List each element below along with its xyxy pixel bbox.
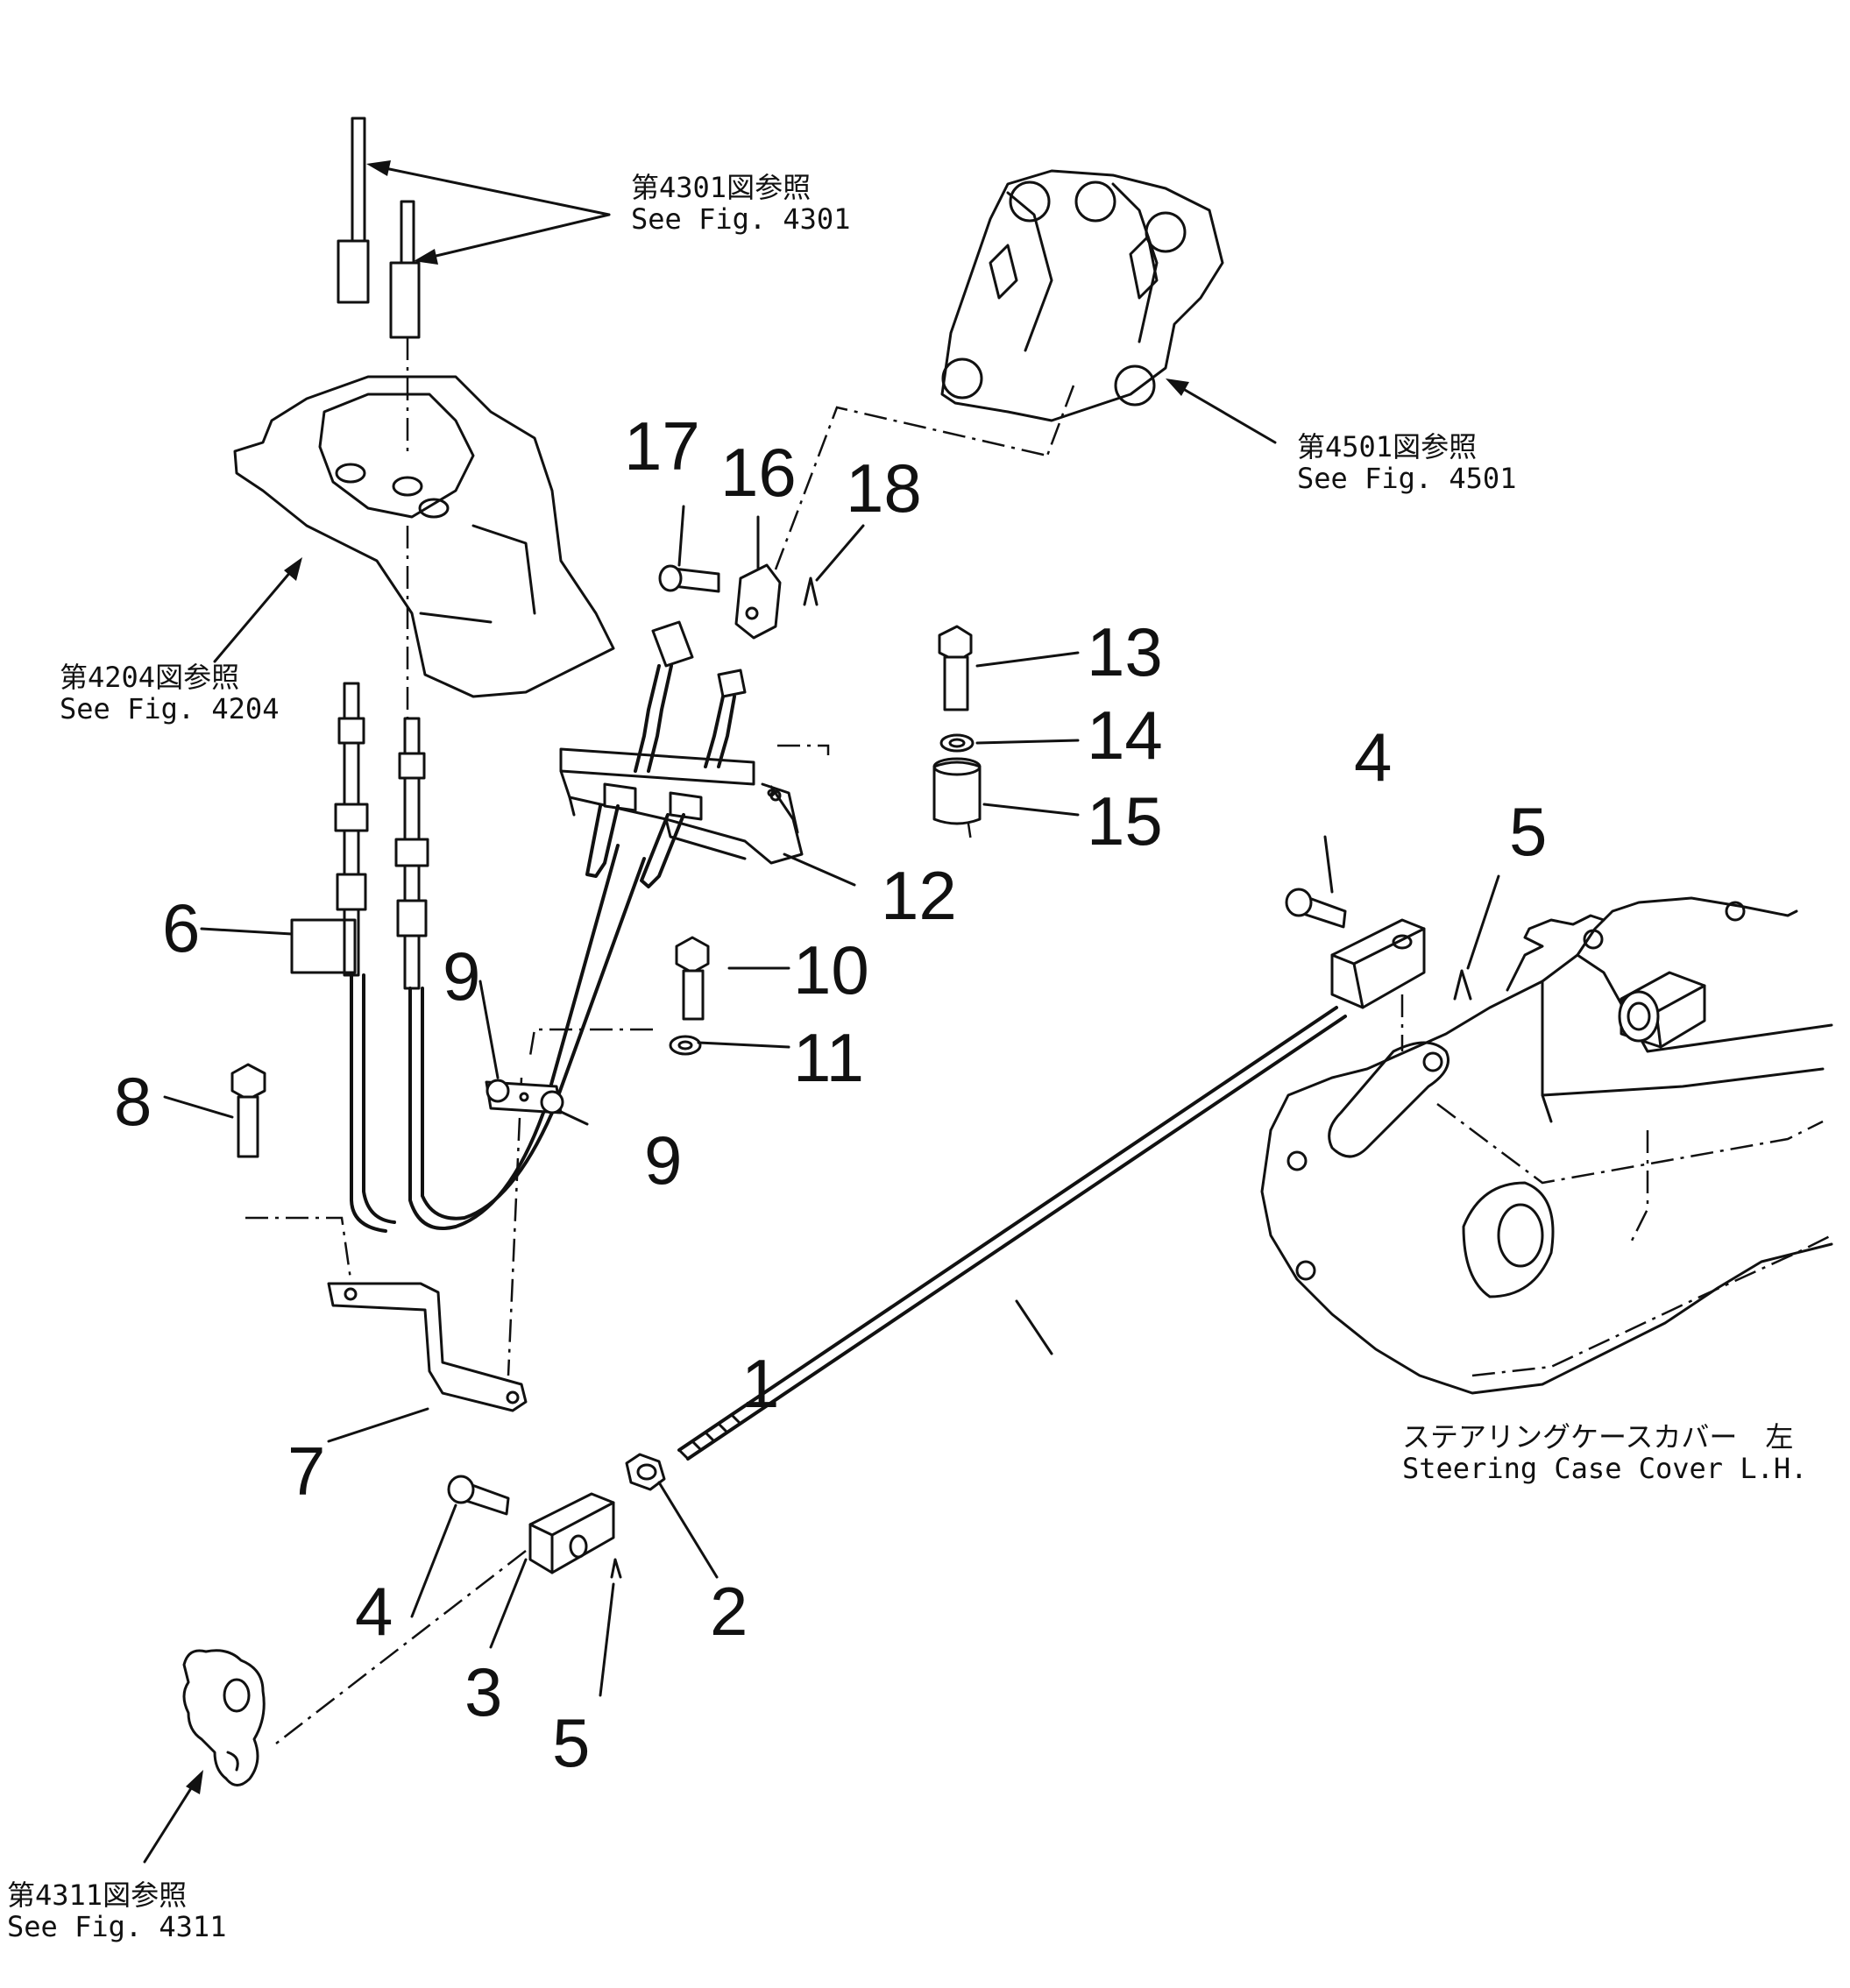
callout-part-16: 16 <box>720 434 797 511</box>
callout-part-3: 3 <box>464 1653 503 1730</box>
callout-part-10: 10 <box>793 931 869 1008</box>
reference-fig4501-en: See Fig. 4501 <box>1297 462 1517 495</box>
reference-steering-case-cover: ステアリングケースカバー 左 Steering Case Cover L.H. <box>1402 1421 1807 1484</box>
reference-fig4204: 第4204図参照 See Fig. 4204 <box>60 661 279 725</box>
reference-fig4301-jp: 第4301図参照 <box>631 171 812 204</box>
callout-part-8: 8 <box>114 1063 152 1140</box>
reference-fig4311-en: See Fig. 4311 <box>7 1910 227 1943</box>
callout-part-2: 2 <box>710 1573 748 1650</box>
callout-part-17: 17 <box>624 407 700 485</box>
reference-fig4301: 第4301図参照 See Fig. 4301 <box>631 172 850 235</box>
reference-fig4501-jp: 第4501図参照 <box>1297 430 1478 463</box>
bolt-part8 <box>230 1063 266 1158</box>
callout-part-11: 11 <box>793 1019 864 1096</box>
linkage-phantom-lines <box>245 406 1832 1744</box>
rod-part1 <box>677 918 1426 1461</box>
callout-part-4-lower: 4 <box>355 1573 393 1650</box>
reference-fig4204-en: See Fig. 4204 <box>60 692 280 725</box>
reference-fig4501: 第4501図参照 See Fig. 4501 <box>1297 431 1516 494</box>
callout-part-9-upper: 9 <box>443 937 481 1015</box>
nut-part2 <box>625 1453 666 1491</box>
bolt-washer-parts10-11 <box>669 936 710 1056</box>
bolt-washer-spacer-parts13-15 <box>932 625 982 825</box>
callout-part-1: 1 <box>741 1345 780 1422</box>
callout-part-7: 7 <box>287 1433 326 1510</box>
leader-lines <box>163 505 1500 1697</box>
reference-fig4311-jp: 第4311図参照 <box>7 1878 188 1912</box>
callout-part-5-lower: 5 <box>552 1704 591 1781</box>
callout-part-4-upper: 4 <box>1354 718 1393 796</box>
clevis-part3 <box>528 1492 615 1574</box>
steering-case-cover-jp: ステアリングケースカバー 左 <box>1402 1420 1794 1454</box>
pins-part4 <box>447 888 1347 1516</box>
reference-arrows <box>143 160 1277 1864</box>
bracket-part12 <box>559 620 804 888</box>
lever-fig4311 <box>182 1649 266 1786</box>
control-cables-part6 <box>290 682 646 1233</box>
steering-case-cover-en: Steering Case Cover L.H. <box>1402 1452 1808 1485</box>
callout-part-12: 12 <box>881 857 957 934</box>
callout-part-6: 6 <box>162 889 201 966</box>
bracket-part7 <box>327 1282 528 1412</box>
callout-part-13: 13 <box>1087 613 1163 690</box>
steering-case-cover <box>1260 896 1833 1395</box>
callout-part-15: 15 <box>1087 782 1163 860</box>
pin-clevis-cotter-parts16-18 <box>658 563 819 640</box>
reference-fig4204-jp: 第4204図参照 <box>60 661 240 694</box>
valve-block-fig4501 <box>940 169 1224 456</box>
callout-part-18: 18 <box>846 449 922 527</box>
callout-part-14: 14 <box>1087 697 1163 774</box>
control-rods-fig4301 <box>337 117 421 456</box>
reference-fig4311: 第4311図参照 See Fig. 4311 <box>7 1879 226 1942</box>
callout-part-5-upper: 5 <box>1509 793 1548 870</box>
reference-fig4301-en: See Fig. 4301 <box>631 202 851 236</box>
clamps-part9 <box>485 1079 564 1114</box>
control-housing-fig4204 <box>233 375 615 727</box>
cotter-pins-part5 <box>610 969 1472 1579</box>
callout-part-9-lower: 9 <box>644 1121 683 1199</box>
